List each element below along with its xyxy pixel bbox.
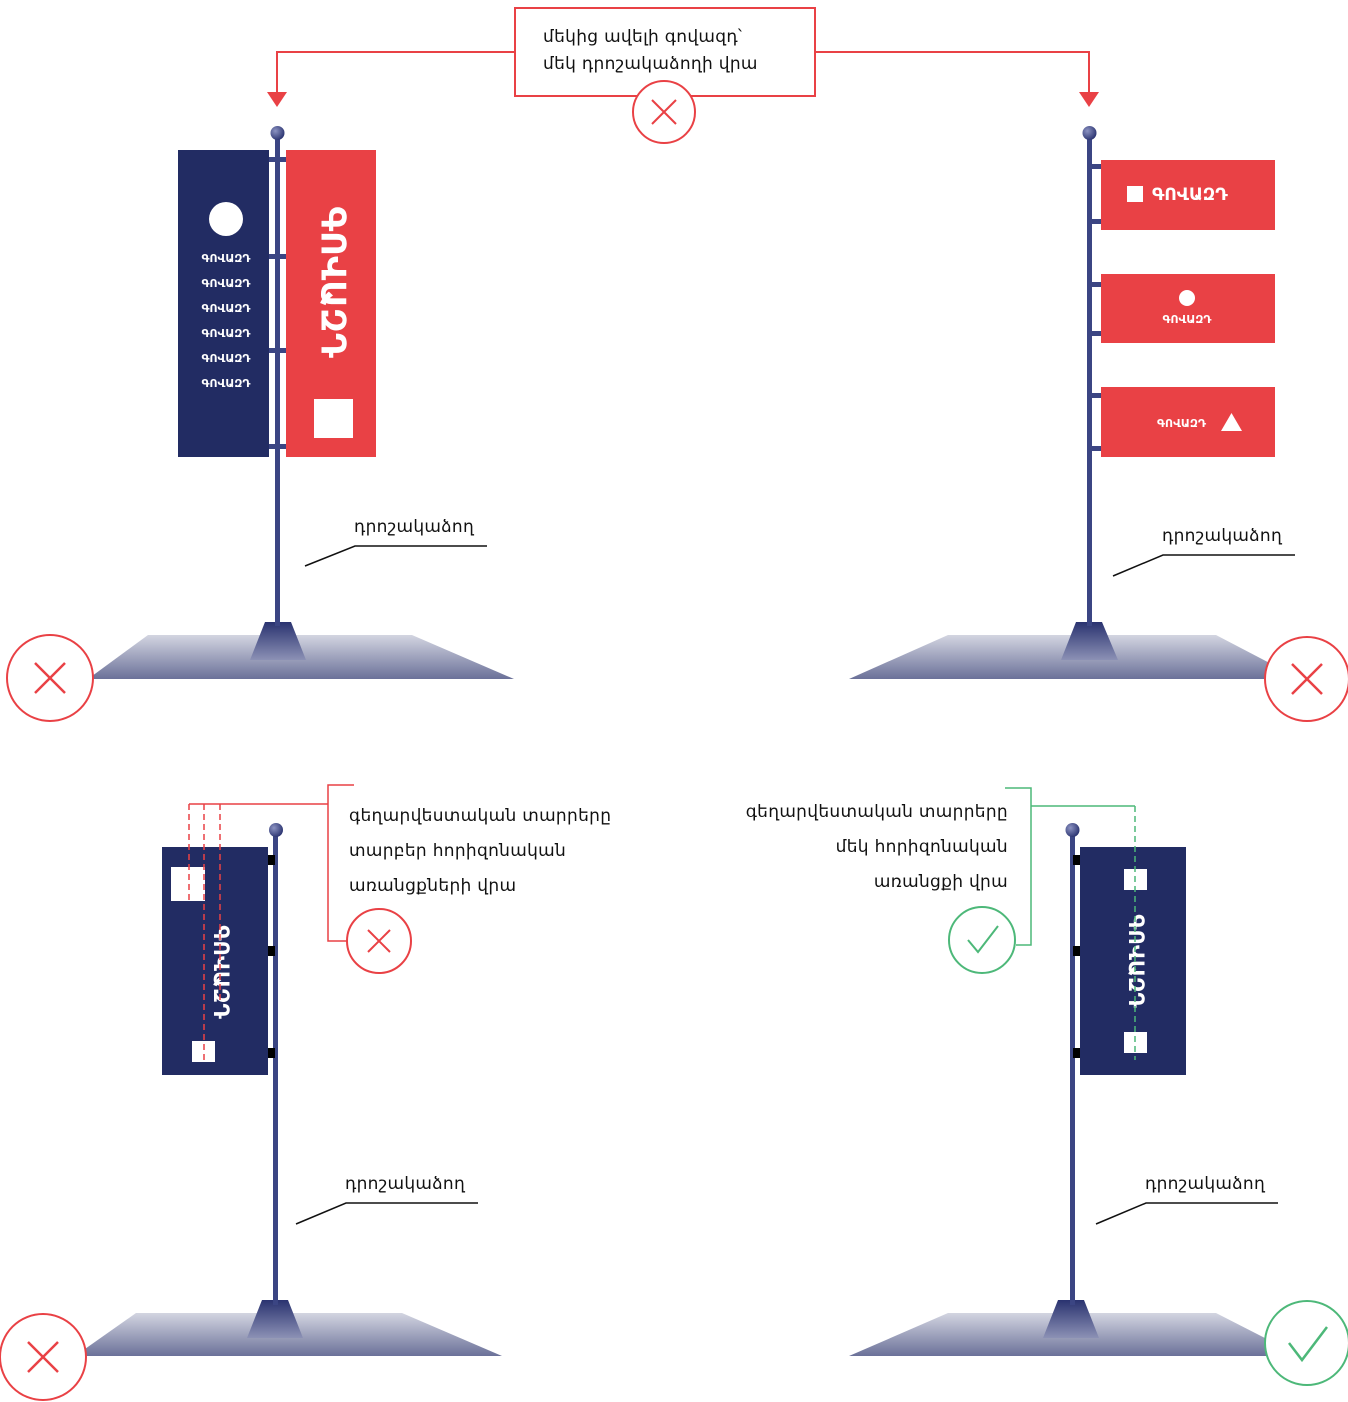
flagpole xyxy=(273,833,278,1305)
red-flag-text: ԳՈՎԱԶԴ xyxy=(1163,313,1213,326)
panel-bottom-right: ԳՈՎԱԶԴ գեղարվեստական տարրերը մեկ հորիզոն… xyxy=(746,787,1348,1386)
circle-icon xyxy=(209,202,243,236)
cross-icon xyxy=(346,908,412,974)
callout-line-1: մեկից ավելի գովազդ՝ xyxy=(543,27,742,47)
triangle-icon xyxy=(1221,413,1242,431)
square-icon xyxy=(171,867,205,901)
navy-flag-item: ԳՈՎԱԶԴ xyxy=(202,352,252,365)
annotation-line-3: առանցքի վրա xyxy=(874,872,1008,892)
flagpole-finial xyxy=(1082,126,1097,140)
navy-flag-item: ԳՈՎԱԶԴ xyxy=(202,277,252,290)
square-icon xyxy=(1127,186,1143,202)
navy-flag-text: ԳՈՎԱԶԴ xyxy=(1124,914,1148,1008)
annotation-line-2: տարբեր հորիզոնական xyxy=(349,841,566,861)
navy-flag-item: ԳՈՎԱԶԴ xyxy=(202,302,252,315)
top-callout: մեկից ավելի գովազդ՝ մեկ դրոշակաձողի վրա xyxy=(267,7,1099,144)
red-flag-text: ԳՈՎԱԶԴ xyxy=(1157,417,1207,430)
panel-top-right: ԳՈՎԱԶԴ ԳՈՎԱԶԴ ԳՈՎԱԶԴ դրոշակաձող xyxy=(849,126,1348,722)
flagpole-foot xyxy=(250,622,306,660)
panel-bottom-left: ԳՈՎԱԶԴ գեղարվեստական տարրերը տարբեր հորի… xyxy=(0,784,611,1401)
flagpole xyxy=(1070,833,1075,1305)
red-flag xyxy=(1101,274,1275,343)
arrow-down-icon xyxy=(267,92,287,107)
navy-flag xyxy=(178,150,269,457)
flagpole xyxy=(1087,136,1092,626)
flagpole-label: դրոշակաձող xyxy=(1162,526,1283,546)
flagpole-foot xyxy=(1043,1300,1099,1338)
annotation-line-3: առանցքների վրա xyxy=(349,876,516,896)
navy-flag-text: ԳՈՎԱԶԴ xyxy=(209,925,233,1019)
flagpole-finial xyxy=(1065,823,1080,837)
check-icon xyxy=(1264,1300,1348,1386)
circle-icon xyxy=(1179,290,1195,306)
red-flag xyxy=(1101,387,1275,457)
cross-icon xyxy=(6,634,94,722)
flagpole-label: դրոշակաձող xyxy=(345,1174,466,1194)
flagpole-finial xyxy=(270,126,285,140)
flagpole-label: դրոշակաձող xyxy=(1145,1174,1266,1194)
flagpole xyxy=(275,136,280,626)
annotation-line-2: մեկ հորիզոնական xyxy=(836,837,1008,857)
square-icon xyxy=(192,1041,215,1062)
square-icon xyxy=(314,399,353,438)
navy-flag-item: ԳՈՎԱԶԴ xyxy=(202,327,252,340)
check-icon xyxy=(948,906,1016,974)
navy-flag-item: ԳՈՎԱԶԴ xyxy=(202,252,252,265)
arrow-down-icon xyxy=(1079,92,1099,107)
navy-flag-item: ԳՈՎԱԶԴ xyxy=(202,377,252,390)
flagpole-foot xyxy=(247,1300,303,1338)
red-flag-text: ԳՈՎԱԶԴ xyxy=(1152,185,1228,205)
flagpole-label: դրոշակաձող xyxy=(354,517,475,537)
square-icon xyxy=(1124,1032,1147,1053)
cross-icon xyxy=(1264,636,1348,722)
flagpole-foot xyxy=(1061,622,1118,660)
misaligned-guides xyxy=(188,804,221,1063)
red-flag-text: ԳՈՎԱԶԴ xyxy=(313,206,353,358)
callout-line-2: մեկ դրոշակաձողի վրա xyxy=(543,54,758,74)
cross-icon xyxy=(0,1313,87,1401)
panel-top-left: ԳՈՎԱԶԴ ԳՈՎԱԶԴ ԳՈՎԱԶԴ ԳՈՎԱԶԴ ԳՈՎԱԶԴ ԳՈՎԱԶ… xyxy=(6,126,514,722)
flagpole-finial xyxy=(269,823,283,837)
cross-icon xyxy=(632,80,696,144)
annotation-line-1: գեղարվեստական տարրերը xyxy=(746,802,1008,822)
annotation-line-1: գեղարվեստական տարրերը xyxy=(349,806,611,826)
